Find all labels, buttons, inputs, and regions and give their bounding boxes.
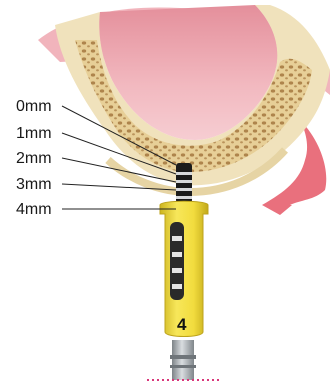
gauge-tip — [176, 163, 192, 203]
depth-label-4mm: 4mm — [16, 201, 52, 218]
depth-label-3mm: 3mm — [16, 176, 52, 193]
depth-label-0mm: 0mm — [16, 98, 52, 115]
sleeve-number: 4 — [177, 315, 187, 334]
depth-label-2mm: 2mm — [16, 150, 52, 167]
instrument-shaft — [172, 340, 194, 380]
depth-gauge-instrument: 4 — [147, 163, 222, 380]
yellow-sleeve: 4 — [160, 201, 208, 336]
depth-label-1mm: 1mm — [16, 125, 52, 142]
